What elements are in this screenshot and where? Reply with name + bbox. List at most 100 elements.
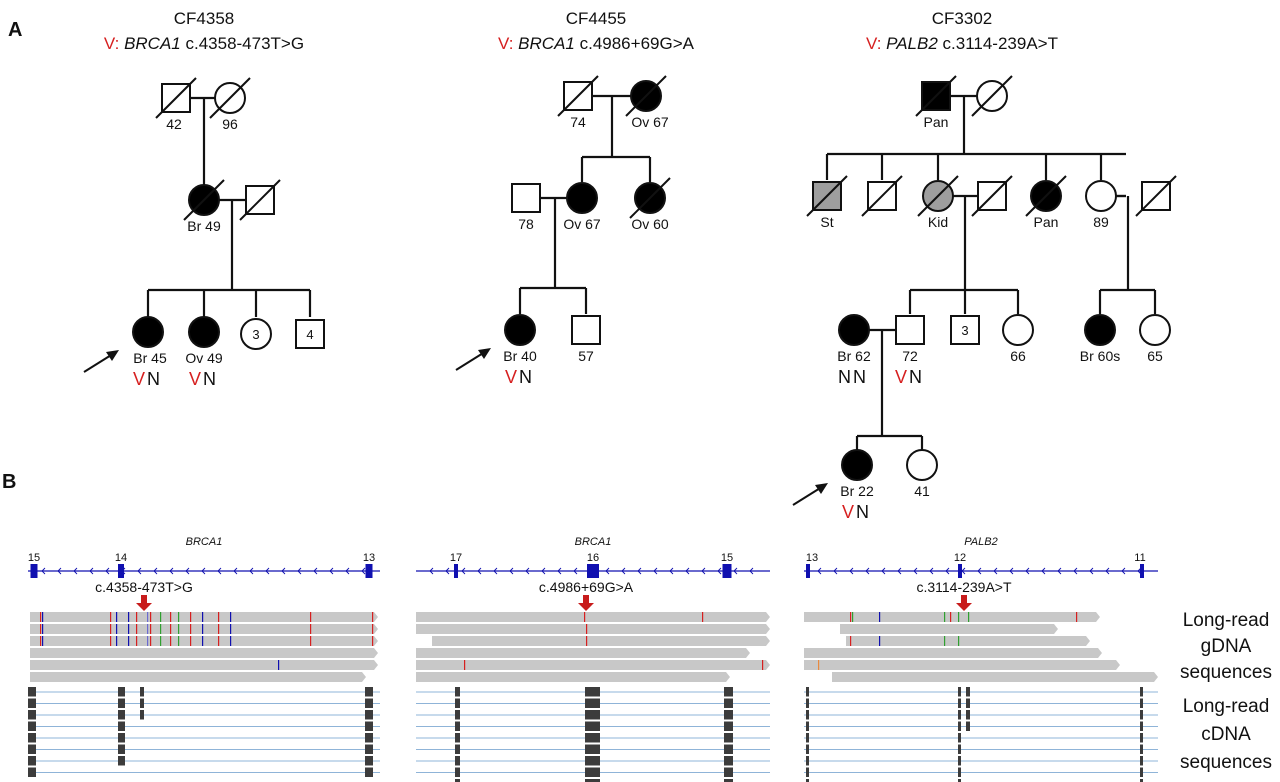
- cdna-exon-block: [118, 710, 125, 720]
- female-symbol: [1002, 314, 1034, 346]
- cdna-exon-block: [806, 687, 809, 697]
- exon-block: [118, 564, 124, 578]
- mismatch-mark: [128, 624, 130, 634]
- cdna-exon-block: [28, 698, 36, 708]
- gene-name: PALB2: [886, 34, 942, 53]
- variant-label: c.4358-473T>G: [95, 579, 193, 595]
- deceased-slash: [629, 177, 671, 219]
- mismatch-mark: [958, 636, 960, 646]
- strand-arrow: [217, 567, 222, 575]
- pedigree-id: CF4455: [566, 9, 626, 28]
- mismatch-mark: [818, 660, 820, 670]
- strand-arrow: [105, 567, 110, 575]
- cdna-exon-block: [1140, 733, 1143, 743]
- deceased-slash: [239, 179, 281, 221]
- cdna-exon-block: [1140, 687, 1143, 697]
- cdna-exon-block: [724, 756, 733, 766]
- mismatch-mark: [584, 612, 586, 622]
- genotype-allele-1: V: [842, 502, 854, 522]
- mismatch-mark: [950, 612, 952, 622]
- strand-arrow: [817, 567, 822, 575]
- strand-arrow: [477, 567, 482, 575]
- strand-arrow: [201, 567, 206, 575]
- mismatch-mark: [372, 612, 374, 622]
- exon-number-label: 15: [721, 552, 733, 564]
- male-symbol: [895, 315, 925, 345]
- sibling-count: 3: [252, 327, 259, 342]
- mismatch-mark: [160, 612, 162, 622]
- strand-arrow: [669, 567, 674, 575]
- mismatch-mark: [968, 612, 970, 622]
- cdna-exon-block: [118, 756, 125, 766]
- mismatch-mark: [218, 624, 220, 634]
- age-diagnosis-label: 78: [518, 216, 534, 232]
- mismatch-mark: [150, 636, 152, 646]
- deceased-slash: [1025, 175, 1067, 217]
- cdna-exon-block: [958, 779, 961, 782]
- deceased-slash: [1135, 175, 1177, 217]
- strand-arrow: [929, 567, 934, 575]
- cdna-exon-block: [958, 710, 961, 720]
- strand-arrow: [493, 567, 498, 575]
- strand-arrow: [73, 567, 78, 575]
- mismatch-mark: [110, 612, 112, 622]
- strand-arrow: [733, 567, 738, 575]
- exon-block: [1140, 564, 1144, 578]
- variant-arrow-head: [956, 603, 972, 611]
- cdna-exon-block: [455, 733, 460, 743]
- strand-arrow: [137, 567, 142, 575]
- strand-arrow: [1121, 567, 1126, 575]
- pedigree-member: [861, 175, 903, 217]
- cdna-exon-block: [118, 733, 125, 743]
- cdna-exon-block: [1140, 779, 1143, 782]
- mismatch-mark: [850, 612, 852, 622]
- cdna-exon-block: [455, 698, 460, 708]
- mismatch-mark: [147, 624, 149, 634]
- cdna-exon-block: [28, 721, 36, 731]
- pedigree-member: Ov 60: [629, 177, 671, 232]
- female-symbol: [1139, 314, 1171, 346]
- mismatch-mark: [372, 624, 374, 634]
- cdna-exon-block: [806, 779, 809, 782]
- deceased-slash: [155, 77, 197, 119]
- strand-arrow: [945, 567, 950, 575]
- deceased-slash: [557, 75, 599, 117]
- mismatch-mark: [310, 612, 312, 622]
- exon-block: [587, 564, 599, 578]
- age-diagnosis-label: Br 49: [187, 218, 221, 234]
- female-symbol: [1085, 180, 1117, 212]
- gene-name: BRCA1: [124, 34, 185, 53]
- strand-arrow: [281, 567, 286, 575]
- pedigree-member: St: [806, 175, 848, 230]
- cdna-exon-block: [958, 767, 961, 777]
- cdna-exon-block: [585, 756, 600, 766]
- cdna-exon-block: [724, 721, 733, 731]
- mismatch-mark: [230, 624, 232, 634]
- cdna-exon-block: [455, 767, 460, 777]
- age-diagnosis-label: Br 60s: [1080, 348, 1120, 364]
- pedigree-member: 89: [1085, 180, 1117, 230]
- cdna-exon-block: [806, 733, 809, 743]
- mismatch-mark: [150, 612, 152, 622]
- exon-number-label: 15: [28, 552, 40, 564]
- strand-arrow: [913, 567, 918, 575]
- mismatch-mark: [958, 612, 960, 622]
- strand-arrow: [1041, 567, 1046, 575]
- cdna-exon-block: [966, 698, 970, 708]
- strand-arrow: [313, 567, 318, 575]
- exon-number-label: 12: [954, 552, 966, 564]
- cdna-track-label: Long-read: [1183, 696, 1270, 717]
- strand-arrow: [445, 567, 450, 575]
- cdna-exon-block: [118, 687, 125, 697]
- pedigree-member: 96: [209, 77, 251, 132]
- gdna-read: [416, 672, 730, 682]
- mismatch-mark: [136, 612, 138, 622]
- cdna-exon-block: [140, 687, 144, 697]
- strand-arrow: [541, 567, 546, 575]
- mismatch-mark: [110, 636, 112, 646]
- cdna-track-label: cDNA: [1201, 724, 1251, 745]
- mismatch-mark: [147, 636, 149, 646]
